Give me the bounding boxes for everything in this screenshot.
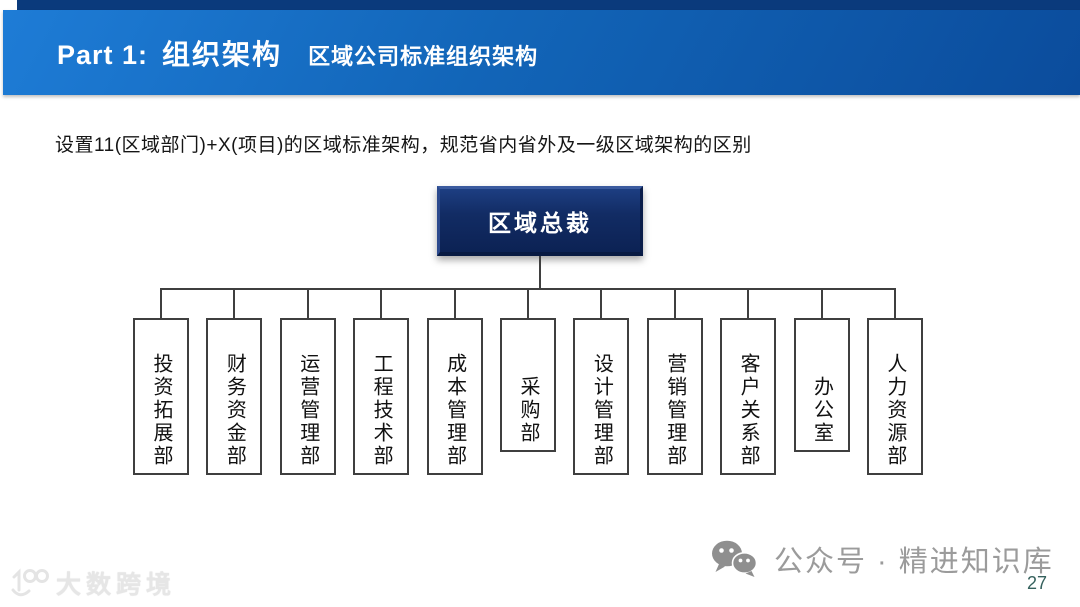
section-title: 组织架构	[162, 38, 283, 70]
department-box: 工程技术部	[353, 318, 410, 475]
department-connector-stub	[380, 289, 383, 318]
department-label: 人力资源部	[883, 353, 906, 468]
section-subtitle: 区域公司标准组织架构	[308, 43, 539, 69]
department-label: 办公室	[810, 376, 833, 445]
department-cell: 办公室	[793, 289, 850, 475]
wechat-icon	[712, 540, 758, 577]
department-cell: 投资拓展部	[133, 289, 189, 475]
department-connector-stub	[673, 289, 676, 318]
department-box: 财务资金部	[206, 318, 263, 475]
root-connector-line	[539, 256, 541, 288]
department-cell: 设计管理部	[573, 289, 630, 475]
department-label: 客户关系部	[737, 353, 760, 468]
root-node-box: 区域总裁	[437, 186, 643, 256]
department-box: 人力资源部	[866, 318, 923, 475]
department-connector-stub	[893, 289, 896, 318]
brand-100-logo-icon	[11, 568, 49, 597]
department-box: 办公室	[793, 318, 850, 452]
department-label: 成本管理部	[443, 353, 466, 468]
department-connector-stub	[747, 289, 750, 318]
department-box: 投资拓展部	[133, 318, 189, 475]
department-box: 设计管理部	[573, 318, 630, 475]
departments-row: 投资拓展部 财务资金部 运营管理部 工程技术部	[133, 289, 923, 475]
root-node-label: 区域总裁	[488, 209, 592, 236]
department-connector-stub	[160, 289, 162, 318]
department-connector-stub	[306, 289, 309, 318]
department-label: 投资拓展部	[150, 353, 172, 468]
description-text: 设置11(区域部门)+X(项目)的区域标准架构，规范省内省外及一级区域架构的区别	[55, 135, 752, 156]
watermark-text: 大数跨境	[56, 571, 177, 599]
department-cell: 采购部	[499, 289, 556, 475]
department-cell: 营销管理部	[646, 289, 703, 475]
department-label: 运营管理部	[296, 353, 319, 468]
department-connector-stub	[526, 289, 529, 318]
department-label: 营销管理部	[663, 353, 686, 468]
department-label: 工程技术部	[370, 353, 393, 468]
department-connector-stub	[453, 289, 456, 318]
department-label: 采购部	[516, 376, 539, 445]
department-box: 营销管理部	[646, 318, 703, 475]
department-connector-stub	[233, 289, 236, 318]
department-connector-stub	[820, 289, 823, 318]
department-box: 运营管理部	[279, 318, 336, 475]
department-cell: 人力资源部	[866, 289, 923, 475]
department-cell: 成本管理部	[426, 289, 483, 475]
department-box: 采购部	[499, 318, 556, 452]
wechat-account-label: 公众号 · 精进知识库	[774, 546, 1054, 578]
department-box: 成本管理部	[426, 318, 483, 475]
department-connector-stub	[600, 289, 603, 318]
header-bar: Part 1: 组织架构 区域公司标准组织架构	[3, 10, 1080, 95]
department-label: 财务资金部	[223, 353, 246, 468]
department-cell: 客户关系部	[720, 289, 777, 475]
page-number: 27	[1026, 573, 1047, 593]
wechat-banner: 公众号 · 精进知识库	[710, 538, 1054, 580]
header-text: Part 1: 组织架构 区域公司标准组织架构	[3, 33, 538, 73]
part-label: Part 1:	[57, 39, 149, 70]
department-label: 设计管理部	[590, 353, 613, 468]
department-cell: 运营管理部	[279, 289, 336, 475]
department-box: 客户关系部	[720, 318, 777, 475]
watermark: 大数跨境	[8, 563, 176, 603]
department-cell: 财务资金部	[206, 289, 263, 475]
department-cell: 工程技术部	[353, 289, 410, 475]
